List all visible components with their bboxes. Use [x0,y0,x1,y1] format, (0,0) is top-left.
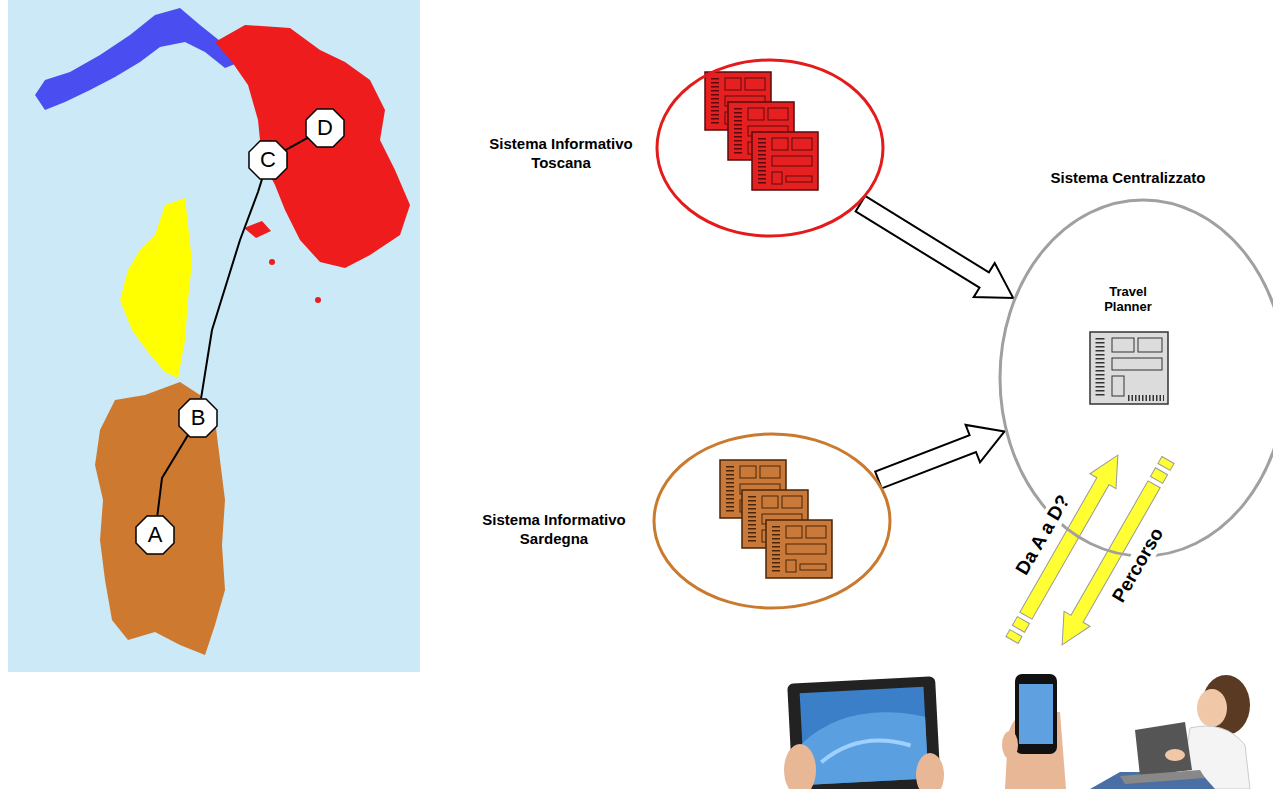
map-stop: B [178,398,218,438]
travel-planner-server: Travel Planner [1088,280,1168,410]
server-icon [1090,332,1168,404]
route-line [201,179,262,398]
server-boards-sardegna [720,460,832,578]
info-system-ellipse: Sistema Informativo Toscana [655,58,885,238]
arrow-label: Percorso [1106,521,1169,609]
toscana-region [215,25,410,268]
stop-letter: D [305,108,345,148]
stop-letter: B [178,398,218,438]
system-label: Sistema Informativo Toscana [475,134,647,172]
system-label: Sistema Informativo Sardegna [465,510,643,548]
server-boards-toscana [705,72,818,190]
ellipse-outline [655,58,885,238]
map-stop: A [135,515,175,555]
liguria-region [35,8,240,110]
data-flow-arrow [875,425,1004,489]
system-label: Sistema Centralizzato [1028,168,1228,187]
ellipse-outline [652,432,892,610]
sardegna-region [95,382,225,655]
map [8,0,420,672]
central-system-circle: Sistema CentralizzatoTravel Planner [998,198,1273,558]
ellipse-outline [998,198,1273,558]
devices-illustration [784,674,1250,789]
stop-letter: A [135,515,175,555]
arrow-label: Da A a D? [1010,489,1076,582]
island [244,221,271,238]
map-stop: C [248,140,288,180]
route-line [157,435,187,515]
system-label: Travel Planner [1088,284,1168,314]
stop-letter: C [248,140,288,180]
island [269,259,275,265]
map-stop: D [305,108,345,148]
corsica-region [120,198,192,378]
island [315,297,321,303]
info-system-ellipse: Sistema Informativo Sardegna [652,432,892,610]
route-line [285,138,307,150]
data-flow-arrow [856,196,1014,298]
